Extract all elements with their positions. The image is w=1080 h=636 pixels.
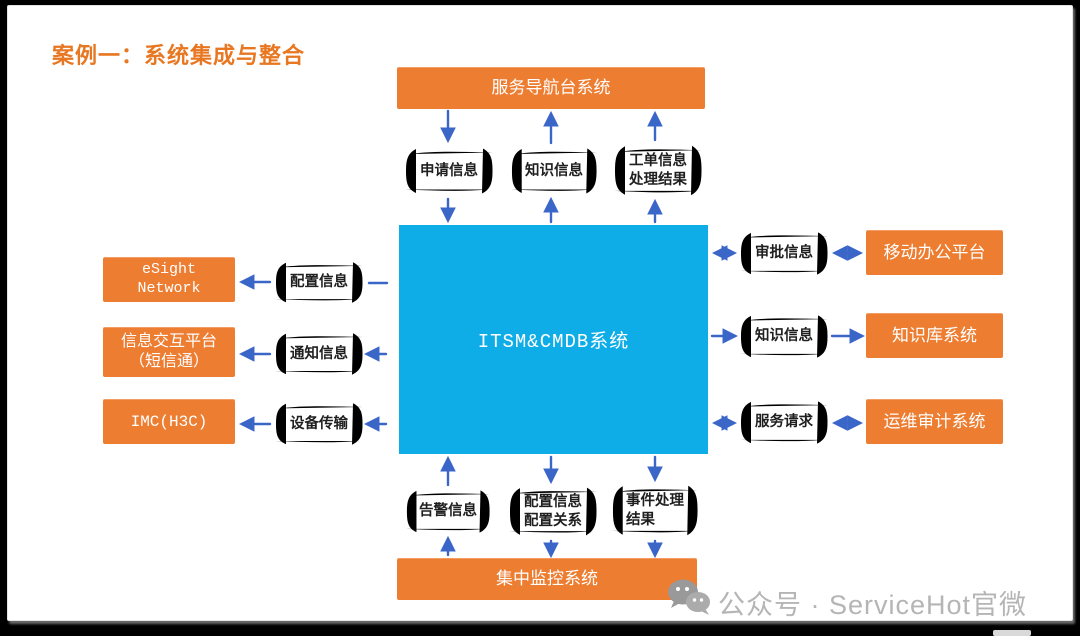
callout-label: 审批信息 xyxy=(755,245,813,262)
callout-knowledge-info-right: 知识信息 xyxy=(739,313,829,360)
bottom-edge-sliver xyxy=(993,630,1031,636)
box-label-line2: Network xyxy=(137,279,201,297)
box-label: 集中监控系统 xyxy=(496,569,598,589)
callout-approval-info: 审批信息 xyxy=(739,230,829,277)
box-label: ITSM&CMDB系统 xyxy=(477,331,630,353)
page-title: 案例一：系统集成与整合 xyxy=(52,43,306,68)
callout-device-transfer: 设备传输 xyxy=(274,401,364,447)
right-system-box-knowledge-base: 知识库系统 xyxy=(866,313,1003,358)
callout-notify-info: 通知信息 xyxy=(274,331,364,377)
callout-label: 设备传输 xyxy=(290,415,348,432)
callout-label: 工单信息 xyxy=(629,152,687,169)
watermark-text: 公众号 · ServiceHot官微 xyxy=(718,590,1028,620)
callout-label: 知识信息 xyxy=(755,328,813,345)
center-system-box-itsm-cmdb: ITSM&CMDB系统 xyxy=(399,225,708,454)
bottom-system-box-monitoring: 集中监控系统 xyxy=(397,558,697,600)
right-system-box-ops-audit: 运维审计系统 xyxy=(866,399,1003,444)
right-system-box-mobile-office: 移动办公平台 xyxy=(866,230,1003,275)
top-system-box-service-desk: 服务导航台系统 xyxy=(397,67,705,109)
callout-label: 知识信息 xyxy=(525,162,583,179)
box-label: 知识库系统 xyxy=(892,325,977,345)
callout-service-request: 服务请求 xyxy=(739,399,829,446)
slide-canvas: 案例一：系统集成与整合 服务导航台系统 集中监控系统 eSight Networ… xyxy=(7,5,1073,621)
callout-event-result: 事件处理结果 xyxy=(611,483,699,538)
callout-alarm-info: 告警信息 xyxy=(405,488,491,535)
box-label: 服务导航台系统 xyxy=(491,78,611,98)
callout-label: 配置信息 xyxy=(290,274,348,291)
callout-label: 申请信息 xyxy=(420,162,478,179)
callout-label: 通知信息 xyxy=(290,345,348,362)
callout-label: 配置信息 xyxy=(524,493,582,510)
callout-label: 服务请求 xyxy=(755,414,813,431)
left-system-box-esight: eSight Network xyxy=(103,257,235,302)
left-system-box-sms-platform: 信息交互平台 （短信通） xyxy=(103,327,235,377)
callout-config-info-relation: 配置信息配置关系 xyxy=(508,485,598,538)
box-label: 移动办公平台 xyxy=(883,242,986,262)
box-label: 运维审计系统 xyxy=(883,411,986,431)
box-label: 信息交互平台 xyxy=(120,333,217,350)
box-label-line2: （短信通） xyxy=(128,353,209,370)
box-label: IMC(H3C) xyxy=(130,412,208,431)
callout-workorder-result: 工单信息处理结果 xyxy=(613,143,703,198)
wechat-icon xyxy=(668,579,710,615)
callout-label: 告警信息 xyxy=(419,503,477,520)
callout-apply-info: 申请信息 xyxy=(404,146,494,196)
callout-knowledge-info-top: 知识信息 xyxy=(510,146,598,196)
left-system-box-imc: IMC(H3C) xyxy=(103,399,235,444)
callout-label: 事件处理 xyxy=(626,492,684,509)
box-label: eSight xyxy=(141,260,196,278)
callout-config-info-left: 配置信息 xyxy=(274,260,364,305)
